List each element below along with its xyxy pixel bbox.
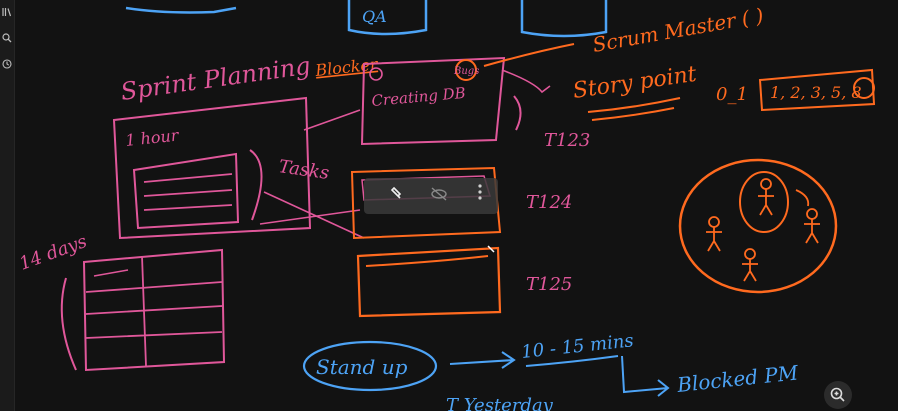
story-scale-values: 1, 2, 3, 5, 8 [770, 83, 862, 102]
duration-label: 1 hour [124, 125, 180, 150]
zoom-in-icon[interactable] [824, 381, 852, 409]
library-icon[interactable] [0, 2, 14, 22]
top-fragments: QA [125, 0, 608, 38]
search-icon[interactable] [0, 28, 14, 48]
yesterday-partial: T Yesterday [446, 395, 554, 411]
qa-label: QA [362, 7, 387, 26]
story-scale-prefix: 0_1 [716, 84, 748, 105]
standup-label: Stand up [316, 355, 408, 379]
task-boxes [350, 166, 502, 318]
tickets-group: T123 T124 T125 [526, 130, 590, 295]
history-icon[interactable] [0, 54, 14, 74]
sprint-planning-title: Sprint Planning [119, 52, 312, 106]
ticket-t123: T123 [544, 130, 590, 151]
team-circle [678, 158, 838, 294]
ticket-t124: T124 [526, 192, 572, 213]
bugs-bubble: Bugs [453, 66, 479, 77]
blocked-pm-label: Blocked PM [675, 360, 800, 397]
story-point-group: Story point 0_1 1, 2, 3, 5, 8 [571, 62, 876, 121]
standup-group: Stand up 10 - 15 mins Blocked PM T Yeste… [302, 330, 800, 411]
sprint-planning-group: Sprint Planning 1 hour Tasks 14 days [17, 52, 365, 372]
pin-icon[interactable] [390, 186, 402, 199]
left-toolbar [0, 0, 15, 411]
whiteboard-canvas[interactable]: QA Sprint Planning 1 hour Tasks 14 days … [14, 0, 898, 411]
ticket-t125: T125 [526, 274, 572, 295]
hide-icon[interactable] [431, 187, 447, 201]
more-options-icon[interactable] [478, 184, 482, 200]
scrum-master-group: Scrum Master ( ) [591, 3, 766, 57]
days-label: 14 days [17, 231, 90, 275]
blocker-group: Blocker Creating DB Bugs [313, 43, 575, 146]
tasks-label: Tasks [277, 156, 330, 184]
standup-duration: 10 - 15 mins [520, 330, 634, 363]
creating-db-label: Creating DB [371, 84, 467, 110]
scrum-master-label: Scrum Master ( ) [591, 3, 766, 57]
hover-toolbar[interactable] [364, 178, 498, 214]
